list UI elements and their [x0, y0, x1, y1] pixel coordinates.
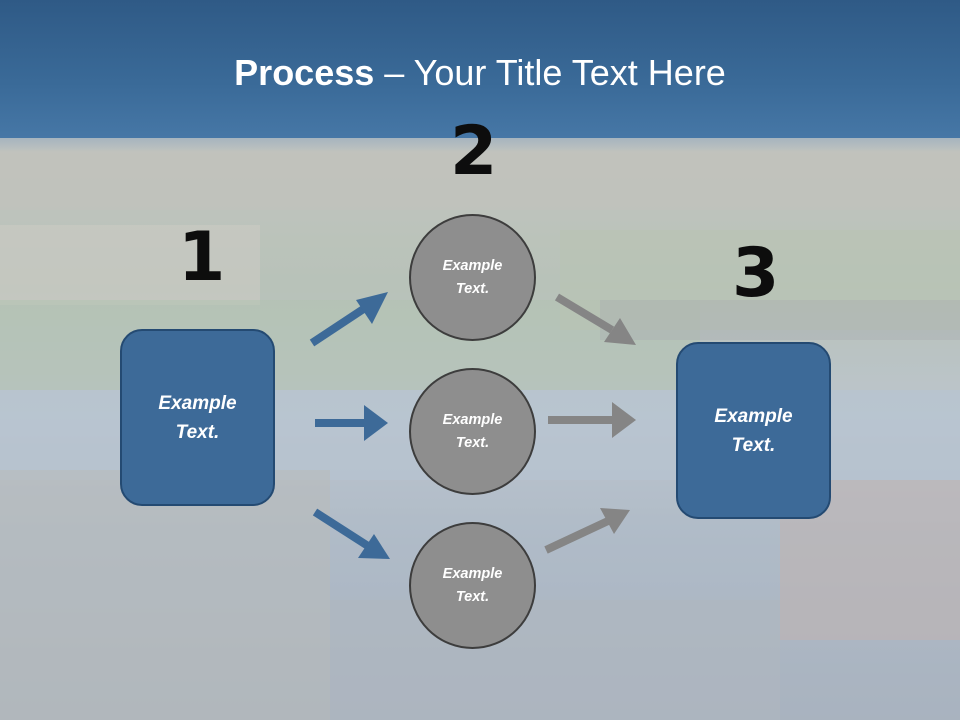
- arrow-right-icon: [315, 405, 388, 441]
- arrow-right-icon: [554, 293, 636, 345]
- circle-top[interactable]: Example Text.: [409, 214, 536, 341]
- circle-bottom-text: Example Text.: [442, 565, 503, 605]
- step-number-1: 1: [178, 218, 226, 297]
- title-band: [0, 0, 960, 152]
- step-number-2: 2: [450, 112, 498, 191]
- right-step-text: Example Text.: [714, 405, 793, 456]
- title-rest: – Your Title Text Here: [374, 52, 726, 93]
- arrow-right-icon: [309, 292, 388, 347]
- circle-middle[interactable]: Example Text.: [409, 368, 536, 495]
- arrow-right-icon: [544, 508, 630, 554]
- arrow-right-icon: [548, 402, 636, 438]
- slide-title: Process – Your Title Text Here: [0, 52, 960, 94]
- circle-top-text: Example Text.: [442, 257, 503, 297]
- circle-middle-text: Example Text.: [442, 411, 503, 451]
- right-step-box[interactable]: Example Text.: [676, 342, 831, 519]
- arrow-right-icon: [312, 508, 390, 559]
- circle-bottom[interactable]: Example Text.: [409, 522, 536, 649]
- step-number-3: 3: [732, 234, 780, 313]
- left-step-text: Example Text.: [158, 392, 237, 443]
- left-step-box[interactable]: Example Text.: [120, 329, 275, 506]
- title-bold: Process: [234, 52, 375, 93]
